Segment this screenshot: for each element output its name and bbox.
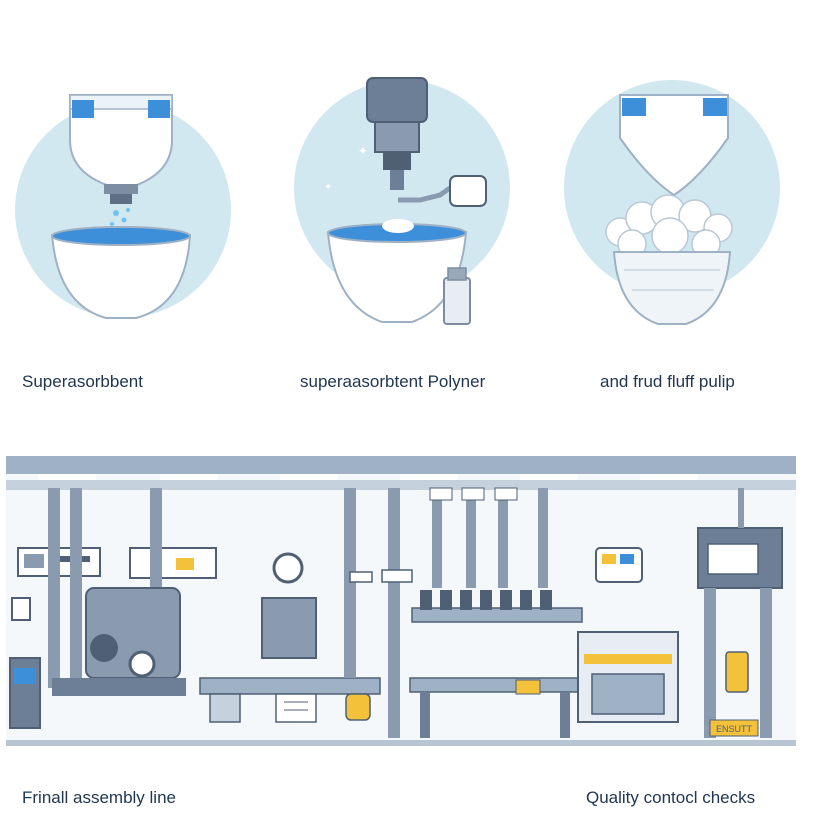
panel-assembly-line: ENSUTT Frinall assembly line Quality con… [0, 448, 826, 807]
left-machine [9, 488, 217, 729]
pump-box [449, 175, 487, 207]
caption-assembly-line: Frinall assembly line [22, 788, 176, 807]
right-tab-icon [703, 98, 727, 116]
caption-superabsorbent: Superasorbbent [22, 372, 143, 391]
right-tab-icon [148, 100, 170, 118]
bowl-shape [326, 231, 468, 323]
floor [6, 740, 796, 746]
bottle [443, 277, 471, 325]
left-tab-icon [622, 98, 646, 116]
panel-polymer: ✦ ✦ superaasorbtent Polyner [270, 0, 550, 391]
middle-conveyor [199, 488, 413, 738]
caption-quality-checks: Quality contocl checks [586, 788, 756, 807]
svg-text:✦: ✦ [324, 182, 332, 193]
basket-shape [612, 251, 732, 325]
monitor-screen [595, 547, 643, 583]
caption-fluff-pulp: and frud fluff pulip [600, 372, 735, 391]
quality-machine: ENSUTT [577, 488, 783, 738]
svg-text:✦: ✦ [358, 144, 368, 158]
polymer-illustration: ✦ ✦ [294, 77, 510, 325]
bowl-shape [50, 234, 192, 319]
left-tab-icon [72, 100, 94, 118]
bottle-filling-station [409, 487, 583, 738]
caption-polymer: superaasorbtent Polyner [300, 372, 486, 391]
ceiling-beam [6, 456, 796, 474]
panel-fluff-pulp: and frud fluff pulip [550, 0, 826, 391]
diaper-shape [619, 94, 729, 197]
dispenser-body [366, 77, 428, 123]
fluff-pulp-illustration [564, 80, 780, 325]
machine-label: ENSUTT [716, 724, 753, 734]
assembly-line-illustration: ENSUTT [6, 456, 796, 746]
superabsorbent-illustration [15, 94, 231, 319]
panel-superabsorbent: Superasorbbent [0, 0, 270, 391]
